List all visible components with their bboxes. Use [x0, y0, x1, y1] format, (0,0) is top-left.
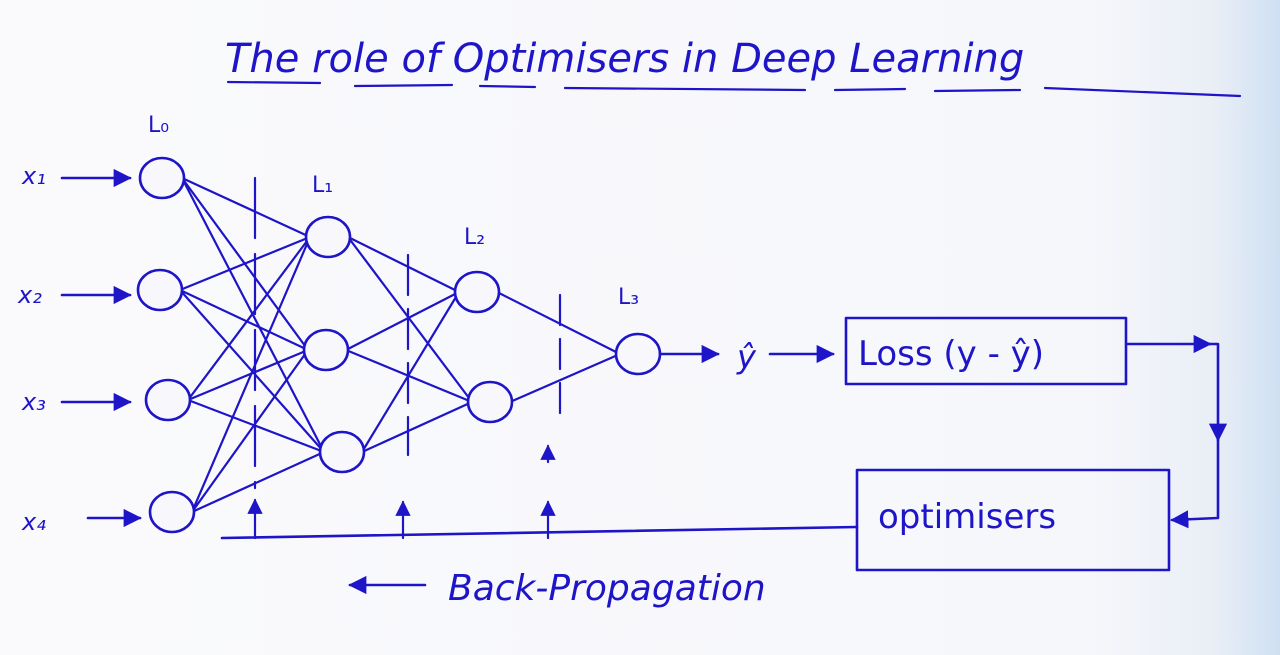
optimiser-box: [855, 468, 1171, 572]
edge-l0-0-l1-2: [180, 176, 326, 454]
node-l0-2: [144, 378, 192, 422]
node-l2-1: [466, 380, 514, 424]
backprop-label: Back-Propagation: [448, 568, 766, 609]
title-underlines: [226, 80, 1242, 98]
edge-l1-2-l2-1: [360, 400, 474, 454]
layer-label-l3: L₃: [618, 285, 639, 310]
edge-l1-0-l2-0: [346, 235, 461, 294]
input-label-x1: x₁: [21, 162, 46, 190]
node-l0-1: [136, 268, 184, 312]
edge-l0-2-l1-0: [186, 235, 312, 402]
layer-label-l0: L₀: [148, 113, 169, 138]
node-l1-2: [318, 430, 366, 474]
edge-l0-1-l1-1: [178, 288, 310, 352]
edge-l0-1-l1-0: [178, 235, 312, 292]
diagram-title: The role of Optimisers in Deep Learning: [225, 36, 1024, 82]
optimiser-box-label: optimisers: [878, 497, 1056, 537]
layer-label-l1: L₁: [312, 173, 333, 198]
backprop-line: [220, 525, 859, 540]
input-label-x2: x₂: [17, 281, 42, 309]
edge-l1-0-l2-1: [346, 235, 474, 404]
output-y-hat: ŷ: [736, 338, 757, 376]
network-edges: [178, 176, 622, 514]
node-l2-0: [453, 270, 501, 314]
loss-box-label: Loss (y - ŷ): [858, 334, 1044, 374]
edge-l0-0-l1-0: [180, 176, 312, 239]
loop-into-optimiser-arrow: [1170, 438, 1220, 529]
edge-l0-3-l1-0: [190, 235, 312, 514]
edge-l2-1-l3-0: [508, 352, 622, 404]
input-arrows: [60, 168, 142, 528]
node-l3-0: [614, 332, 662, 376]
edge-l0-3-l1-2: [190, 450, 326, 514]
edge-l1-2-l2-0: [360, 290, 461, 454]
edge-l0-2-l1-1: [186, 348, 310, 402]
edge-l2-0-l3-0: [495, 290, 622, 356]
loss-box: [844, 316, 1128, 386]
loop-down-arrow: [1208, 342, 1228, 442]
input-label-x3: x₃: [21, 388, 46, 416]
network-nodes: [136, 156, 662, 534]
node-l1-1: [302, 328, 350, 372]
node-l0-3: [148, 490, 196, 534]
input-label-x4: x₄: [21, 508, 46, 536]
node-l1-0: [304, 215, 352, 259]
layer-label-l2: L₂: [464, 225, 485, 250]
backprop-separators: [247, 176, 562, 540]
edge-l0-3-l1-1: [190, 348, 310, 514]
edge-l1-1-l2-0: [344, 290, 461, 352]
node-l0-0: [138, 156, 186, 200]
